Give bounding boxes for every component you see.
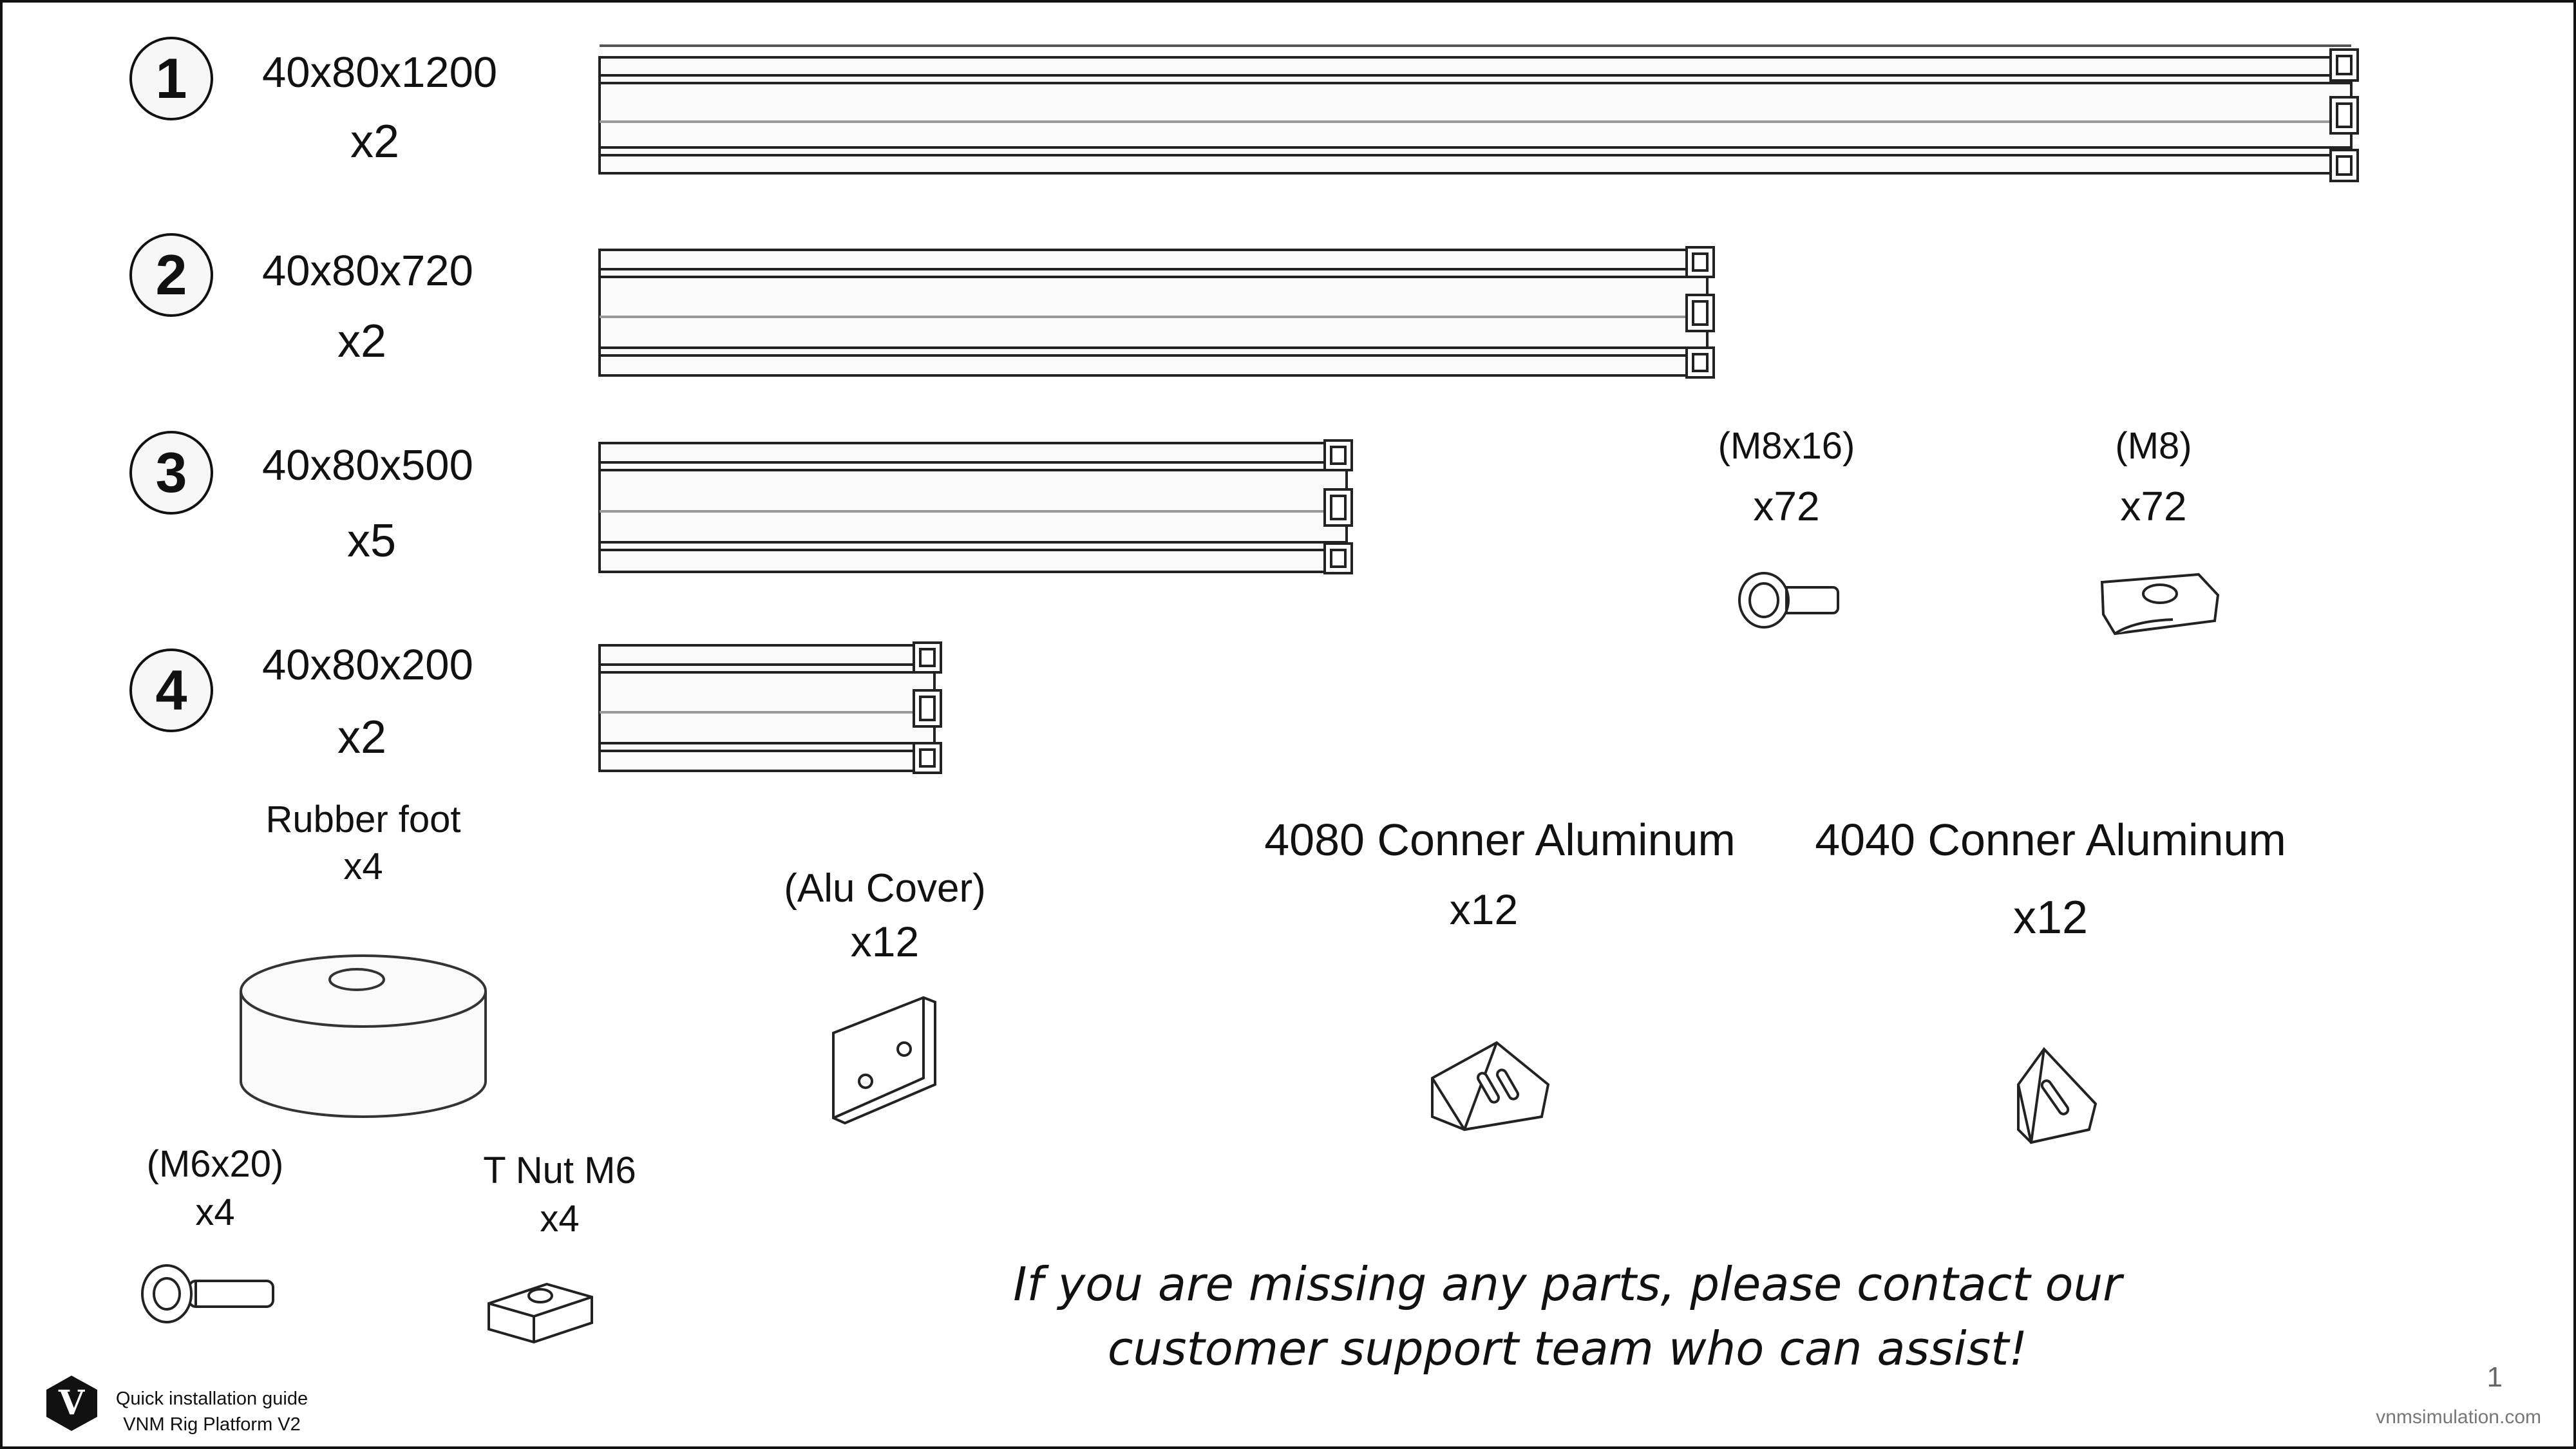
website-link[interactable]: vnmsimulation.com [2376, 1406, 2541, 1428]
bolt-icon [141, 1264, 274, 1323]
hardware-label: (M8x16) [1718, 425, 1855, 467]
hardware-qty: x72 [2120, 483, 2187, 529]
part-number: 2 [155, 243, 187, 307]
hardware-label: (M8) [2115, 425, 2192, 467]
part-number-badge: 4 [129, 649, 213, 732]
hardware-qty: x4 [540, 1198, 580, 1240]
part-number: 1 [155, 46, 187, 110]
profile-size-label: 40x80x500 [262, 441, 473, 489]
hardware-label: 4040 Conner Aluminum [1815, 815, 2286, 865]
part-number-badge: 1 [129, 37, 213, 120]
part-number-badge: 3 [129, 431, 213, 515]
profile-size-label: 40x80x200 [262, 641, 473, 689]
aluminum-profile-720-icon [598, 246, 1715, 379]
vnm-logo-icon: V [46, 1376, 97, 1431]
bolt-icon [1738, 572, 1839, 629]
hardware-qty: x4 [343, 846, 383, 887]
profile-qty-label: x5 [347, 515, 397, 567]
hardware-qty: x12 [850, 918, 920, 965]
hardware-label: (M6x20) [146, 1143, 284, 1185]
hardware-label: 4080 Conner Aluminum [1264, 815, 1736, 865]
t-nut-icon [2100, 573, 2220, 636]
hardware-label: T Nut M6 [483, 1150, 636, 1191]
part-number-badge: 2 [129, 233, 213, 317]
guide-line: Quick installation guide [115, 1388, 308, 1409]
page-number: 1 [2486, 1361, 2503, 1393]
hardware-label: (Alu Cover) [784, 866, 986, 911]
guide-title: Quick installation guide VNM Rig Platfor… [106, 1386, 318, 1437]
rubber-foot-icon [240, 954, 487, 1118]
logo-letter: V [58, 1383, 86, 1423]
profile-qty-label: x2 [337, 316, 387, 367]
notice-line: customer support team who can assist! [1107, 1321, 2028, 1376]
hardware-label: Rubber foot [265, 799, 461, 840]
profile-size-label: 40x80x720 [262, 247, 473, 295]
notice-line: If you are missing any parts, please con… [1013, 1257, 2122, 1311]
t-nut-icon [488, 1282, 593, 1344]
guide-line: VNM Rig Platform V2 [123, 1414, 301, 1435]
corner-bracket-icon [1431, 1041, 1550, 1132]
aluminum-profile-200-icon [598, 641, 942, 774]
hardware-qty: x4 [195, 1191, 235, 1233]
aluminum-profile-1200-icon [598, 44, 2359, 182]
aluminum-profile-500-icon [598, 439, 1353, 574]
profile-size-label: 40x80x1200 [262, 48, 498, 97]
missing-parts-notice: If you are missing any parts, please con… [969, 1252, 2166, 1381]
corner-bracket-icon [2017, 1046, 2098, 1144]
hardware-qty: x12 [2012, 892, 2088, 943]
hardware-qty: x72 [1753, 483, 1820, 529]
part-number: 3 [155, 440, 187, 504]
cover-plate-icon [832, 996, 936, 1125]
profile-qty-label: x2 [337, 712, 387, 763]
hardware-qty: x12 [1449, 886, 1519, 933]
profile-qty-label: x2 [350, 116, 400, 167]
part-number: 4 [155, 658, 187, 722]
